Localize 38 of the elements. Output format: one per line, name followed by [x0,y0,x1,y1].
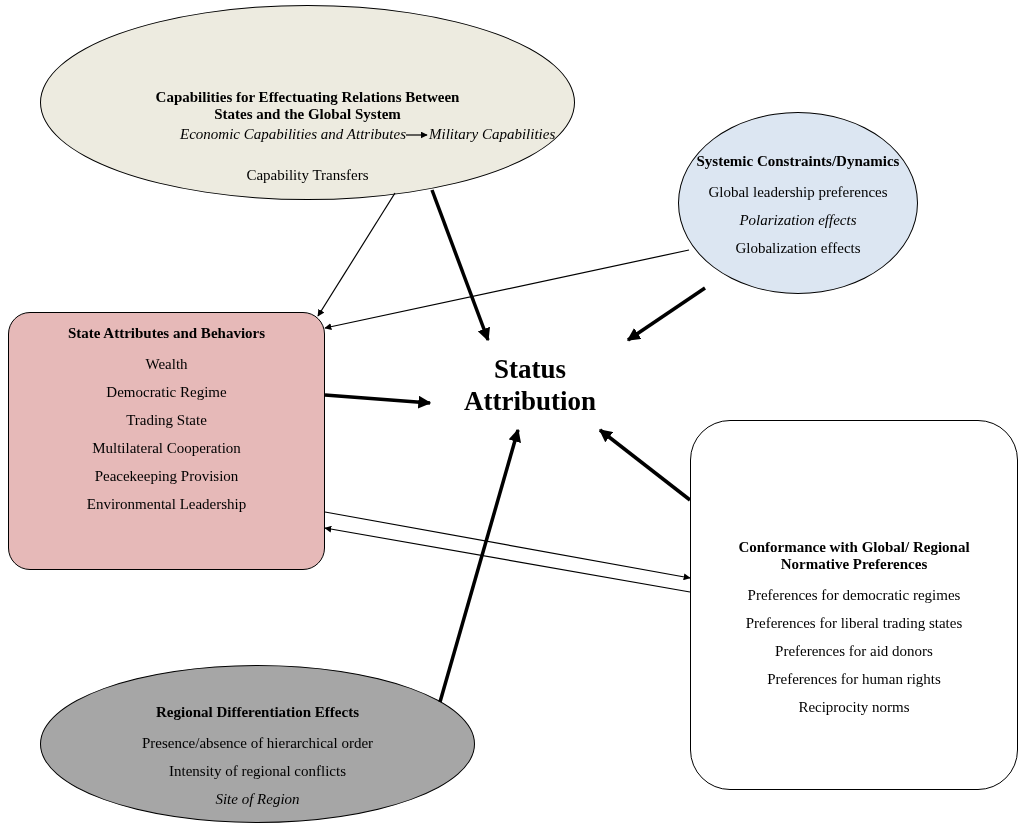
node-heading: Capabilities for Effectuating Relations Between States and the Global System [154,89,461,123]
list-item: Site of Region [215,790,300,809]
node-heading: Systemic Constraints/Dynamics [696,153,900,170]
node-heading: Conformance with Global/ Regional Normative Preferences [737,539,971,573]
arrow [324,393,432,409]
list-item: Preferences for democratic regimes [747,586,961,605]
arrow [598,428,692,502]
list-item: Polarization effects [739,211,857,230]
list-item: Capability Transfers [246,166,369,185]
arrow [430,189,490,342]
arrow [317,192,396,317]
list-item: Intensity of regional conflicts [168,762,346,781]
arrow [626,286,706,342]
list-item: Peacekeeping Provision [94,467,239,486]
ellipse-text: Economic Capabilities and Attributes [61,123,406,145]
arrow [324,249,690,331]
list-item: Wealth [145,355,188,374]
conformance-box [690,420,1018,790]
list-item: Preferences for liberal trading states [745,614,963,633]
status-attribution-text: Status Attribution [463,353,597,417]
arrow [324,525,691,593]
list-item: Preferences for human rights [767,670,941,689]
node-heading: Regional Differentiation Effects [156,704,359,721]
list-item: Multilateral Cooperation [92,439,241,458]
arrow [438,428,521,703]
list-item: Preferences for aid donors [775,642,933,661]
list-item: Democratic Regime [106,383,227,402]
list-item: Global leadership preferences [708,183,888,202]
list-item: Globalization effects [735,239,861,258]
list-item: Trading State [126,411,207,430]
list-item: Environmental Leadership [86,495,247,514]
node-heading: State Attributes and Behaviors [67,325,266,342]
state-attributes-box [8,312,325,570]
arrow [324,511,691,581]
list-item: Reciprocity norms [798,698,910,717]
arrow [405,131,428,139]
ellipse-text: Military Capabilities [429,123,579,145]
list-item: Presence/absence of hierarchical order [141,734,374,753]
